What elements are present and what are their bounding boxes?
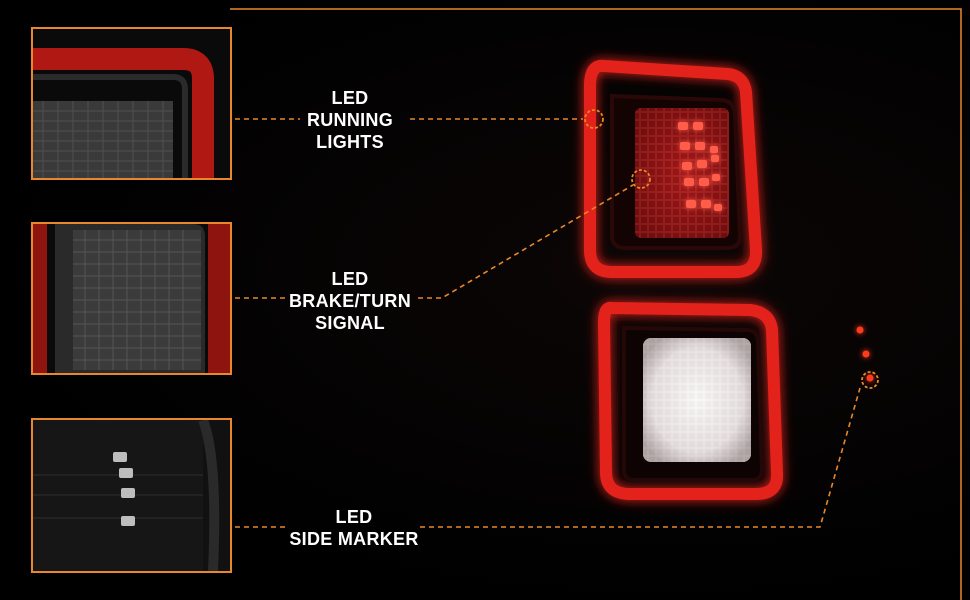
label-line: BRAKE/TURN [289,291,411,311]
label-line: LED [335,507,373,527]
label-line: LED [331,269,369,289]
lower-lamp [597,301,784,500]
upper-lamp [584,59,763,278]
running-lights-label: LED RUNNING LIGHTS [250,87,450,153]
callout-target-circles [584,109,879,389]
frame-border [230,8,962,600]
label-line: LIGHTS [316,132,384,152]
leader-lines [235,118,861,528]
side-marker-leds [856,326,874,382]
label-line: SIDE MARKER [289,529,419,549]
upper-lamp-leds [678,122,722,211]
label-line: LED [331,88,369,108]
label-line: RUNNING [306,110,394,130]
label-line: SIGNAL [315,313,385,333]
brake-turn-signal-label: LED BRAKE/TURN SIGNAL [250,268,450,334]
side-marker-label: LED SIDE MARKER [254,506,454,550]
side-marker-closeup [31,418,232,573]
running-lights-closeup [31,27,232,180]
brake-turn-closeup [31,222,232,375]
